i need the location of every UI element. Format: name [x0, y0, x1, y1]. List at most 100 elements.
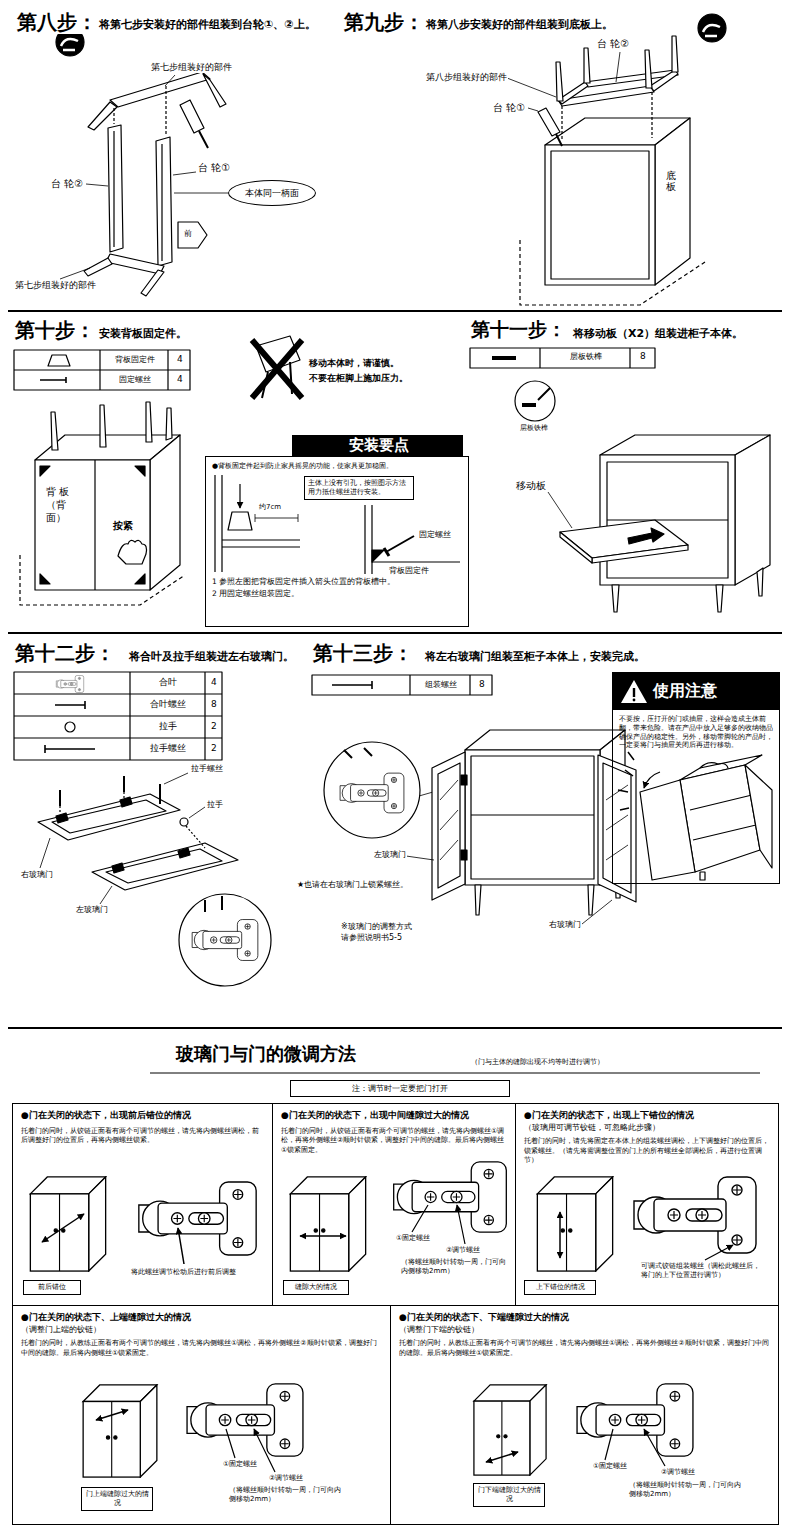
instruction-step: 1 参照左图把背板固定件插入箭头位置的背板槽中。	[206, 577, 468, 587]
step-instruction: 将第七步安装好的部件组装到台轮①、②上。	[98, 18, 317, 31]
step13-figure-part	[406, 856, 612, 924]
step13-figure-part	[603, 763, 631, 893]
step13-figure-part	[344, 748, 372, 758]
part-label: 背板固定件	[388, 566, 430, 576]
adjustment-figures-part	[486, 1452, 518, 1462]
table-cell: 组装螺丝	[424, 680, 458, 690]
step-heading: 第十二步：	[14, 641, 116, 665]
note-text: ※玻璃门的调整方式 请参照说明书5-5	[340, 922, 422, 944]
panel-heading: ●门在关闭的状态下，出现上下错位的情况	[516, 1104, 778, 1122]
step12-figure-part	[40, 773, 205, 904]
callout-label: ①固定螺丝	[222, 1460, 258, 1468]
part-label: 底板	[666, 170, 676, 192]
table-cell: 8	[210, 699, 218, 710]
step12-figure-part	[179, 894, 271, 986]
table-cell: 8	[639, 351, 647, 362]
case-label: 上下错位的情况	[528, 1283, 592, 1292]
adjustment-figures-part	[300, 1235, 346, 1237]
panel-body: 托着门的同时，从教练正面看有两个可调节的螺丝，请先将内侧螺丝①调松，再将外侧螺丝…	[391, 1334, 778, 1358]
callout-text: 本体同一柄面	[245, 187, 299, 200]
section-rules	[8, 311, 782, 1073]
panel-subheading: （调整门上端的铰链）	[13, 1324, 390, 1335]
tip-box: 安装要点●背板固定件起到防止家具摇晃的功能，使家具更加稳固。1 参照左图把背板固…	[205, 456, 469, 627]
section-rules-part	[150, 1073, 760, 1074]
callout-label: 将此螺丝调节松动后进行前后调整	[130, 1268, 237, 1276]
step12-figure	[14, 672, 271, 986]
part-label: 右玻璃门	[20, 870, 54, 880]
caution-figure-part	[633, 699, 636, 702]
step10-figure-part	[14, 350, 190, 390]
step12-figure-part	[45, 745, 95, 753]
adjustment-figures-part	[559, 1212, 561, 1258]
case-label: 前后错位	[27, 1283, 77, 1292]
step11-figure	[470, 348, 770, 612]
callout-label: ①固定螺丝	[395, 1234, 431, 1242]
step13-figure-part	[440, 780, 458, 860]
step12-figure-part	[180, 818, 188, 826]
adjustment-figures-part	[634, 1177, 756, 1253]
table-cell: 合叶	[158, 677, 178, 688]
caution-figure-part	[700, 872, 705, 880]
step13-figure-part	[588, 885, 594, 915]
callout-label: ②调节螺丝	[268, 1474, 304, 1482]
step10-figure-part	[135, 466, 145, 476]
caution-figure-part	[700, 763, 728, 768]
part-label: 背 板（背面）	[45, 485, 83, 524]
part-label: 左玻璃门	[75, 905, 109, 915]
step10-figure-part	[40, 574, 50, 584]
callout-note: （将螺丝顺时针转动一周，门可向内侧移动2mm）	[228, 1486, 345, 1504]
adjustment-figures-part	[178, 1228, 184, 1264]
step13-figure-part	[438, 763, 460, 888]
adjustment-figures-part	[30, 1177, 105, 1271]
step13-figure-part	[324, 742, 420, 838]
caution-figure-part	[640, 780, 695, 880]
step11-figure-part	[757, 568, 763, 596]
step12-figure-part	[120, 797, 132, 807]
step13-figure-part	[461, 775, 467, 785]
part-label: 第七步组装好的部件	[14, 280, 97, 291]
case-label: 门上端缝隙过大的情况	[85, 1490, 149, 1508]
step9-figure-part	[584, 48, 590, 83]
warning-text: 移动本体时，请谨慎。	[308, 358, 400, 369]
instruction-step: 2 用固定螺丝组装固定。	[206, 587, 468, 599]
step10-figure-part	[292, 435, 463, 456]
caution-figure-part	[618, 752, 634, 810]
table-cell: 层板铁榫	[569, 352, 603, 362]
step13-figure-part	[465, 750, 600, 885]
adjustment-figures-part	[577, 1384, 693, 1456]
panel-body: 托着门的同时，从教练正面看有两个可调节的螺丝，请先将内侧螺丝①调松，再将外侧螺丝…	[13, 1334, 390, 1358]
note-text: ★也请在右玻璃门上锁紧螺丝。	[296, 880, 409, 890]
step10-figure-part	[100, 405, 106, 447]
step-heading: 第十步：	[14, 318, 96, 342]
step12-figure-part	[60, 776, 124, 806]
step10-figure-part	[35, 460, 150, 590]
step13-figure-part	[332, 681, 372, 689]
callout-note: （将螺丝顺时针转动一周，门可向内侧移动2mm）	[628, 1481, 745, 1499]
step8-figure-part	[84, 258, 112, 276]
warning-text: 不要在柜脚上施加压力。	[308, 373, 409, 384]
step10-figure-part	[365, 505, 460, 574]
step13-figure-part	[410, 675, 470, 695]
step-heading: 第十一步：	[470, 318, 567, 341]
step10-figure-part	[384, 548, 389, 556]
step11-figure-part	[628, 528, 664, 544]
section-title: 玻璃门与门的微调方法	[175, 1043, 357, 1065]
table-cell: 背板固定件	[114, 355, 156, 365]
step9-figure-part	[520, 240, 705, 305]
step10-figure-part	[150, 435, 180, 590]
panel-subheading: （调整门下端的铰链）	[391, 1324, 778, 1335]
callout-label: ②调节螺丝	[660, 1468, 696, 1476]
step8-figure-part	[106, 254, 164, 274]
step12-figure-part	[14, 672, 222, 760]
part-label: 左玻璃门	[373, 850, 407, 860]
caution-box: 使用注意不要按，压打开的门或抽屉，这样会造成主体前翻，带来危险。请在产品中放入足…	[612, 672, 780, 884]
step-heading: 第八步：	[16, 10, 98, 34]
part-label: 台 轮①	[492, 102, 526, 114]
step12-figure-part	[60, 792, 124, 814]
step10-figure-part	[215, 475, 300, 572]
step12-figure-part	[56, 813, 68, 823]
step-instruction: 将移动板（X2）组装进柜子本体。	[572, 327, 744, 340]
caution-figure-part	[633, 688, 635, 697]
table-cell: 4	[210, 677, 218, 688]
step13-figure-part	[606, 785, 628, 860]
